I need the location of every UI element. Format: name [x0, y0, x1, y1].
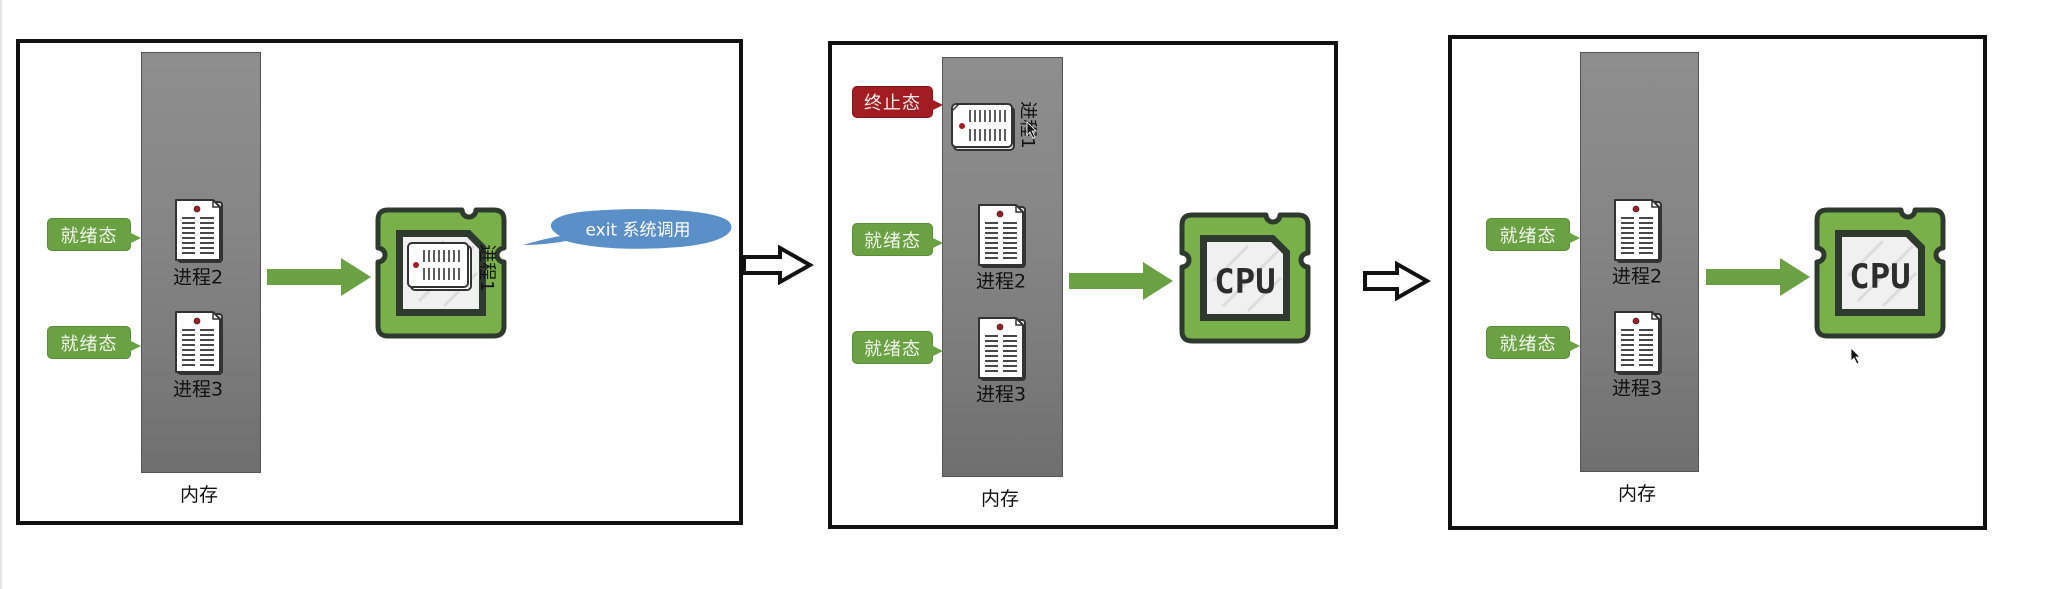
- terminated-process-icon: [951, 103, 1015, 151]
- process-label: 进程2: [172, 266, 224, 289]
- dispatch-arrow: [267, 258, 371, 296]
- memory-column: [1580, 52, 1699, 472]
- next-step-arrow: [1363, 261, 1431, 301]
- ready-state-label: 就绪态: [1486, 218, 1570, 251]
- process-label: 进程3: [172, 378, 224, 401]
- running-process-icon: [407, 242, 472, 291]
- exit-syscall-text: exit 系统调用: [585, 220, 691, 241]
- cpu-label: CPU: [1849, 257, 1910, 297]
- running-process-label: 进程1: [476, 244, 497, 292]
- dispatch-arrow: [1069, 262, 1173, 300]
- memory-label: 内存: [179, 484, 219, 506]
- cpu-icon: CPU: [1813, 206, 1947, 340]
- ready-state-label: 就绪态: [852, 223, 933, 256]
- ready-state-label: 就绪态: [852, 331, 933, 364]
- terminated-state-label: 终止态: [852, 86, 933, 118]
- next-step-arrow: [742, 245, 814, 285]
- process-document-icon: [175, 311, 223, 375]
- cpu-icon: CPU: [1178, 211, 1312, 345]
- process-label: 进程3: [1611, 377, 1663, 400]
- process-label: 进程3: [975, 383, 1027, 406]
- memory-label: 内存: [980, 488, 1020, 510]
- left-edge-line: [0, 0, 2, 589]
- mouse-cursor-icon: [1026, 121, 1037, 139]
- process-document-icon: [175, 199, 223, 263]
- process-label: 进程2: [975, 270, 1027, 293]
- ready-state-label: 就绪态: [47, 326, 131, 359]
- ready-state-label: 就绪态: [1486, 326, 1570, 359]
- process-document-icon: [1614, 311, 1662, 375]
- cpu-label: CPU: [1214, 262, 1275, 302]
- process-document-icon: [978, 317, 1026, 381]
- memory-label: 内存: [1617, 483, 1657, 505]
- process-label: 进程2: [1611, 265, 1663, 288]
- dispatch-arrow: [1706, 258, 1810, 296]
- process-document-icon: [978, 204, 1026, 268]
- ready-state-label: 就绪态: [47, 218, 131, 251]
- mouse-cursor-icon: [1850, 347, 1861, 365]
- cpu-icon: [374, 206, 508, 340]
- exit-syscall-callout: [523, 209, 732, 249]
- process-document-icon: [1614, 199, 1662, 263]
